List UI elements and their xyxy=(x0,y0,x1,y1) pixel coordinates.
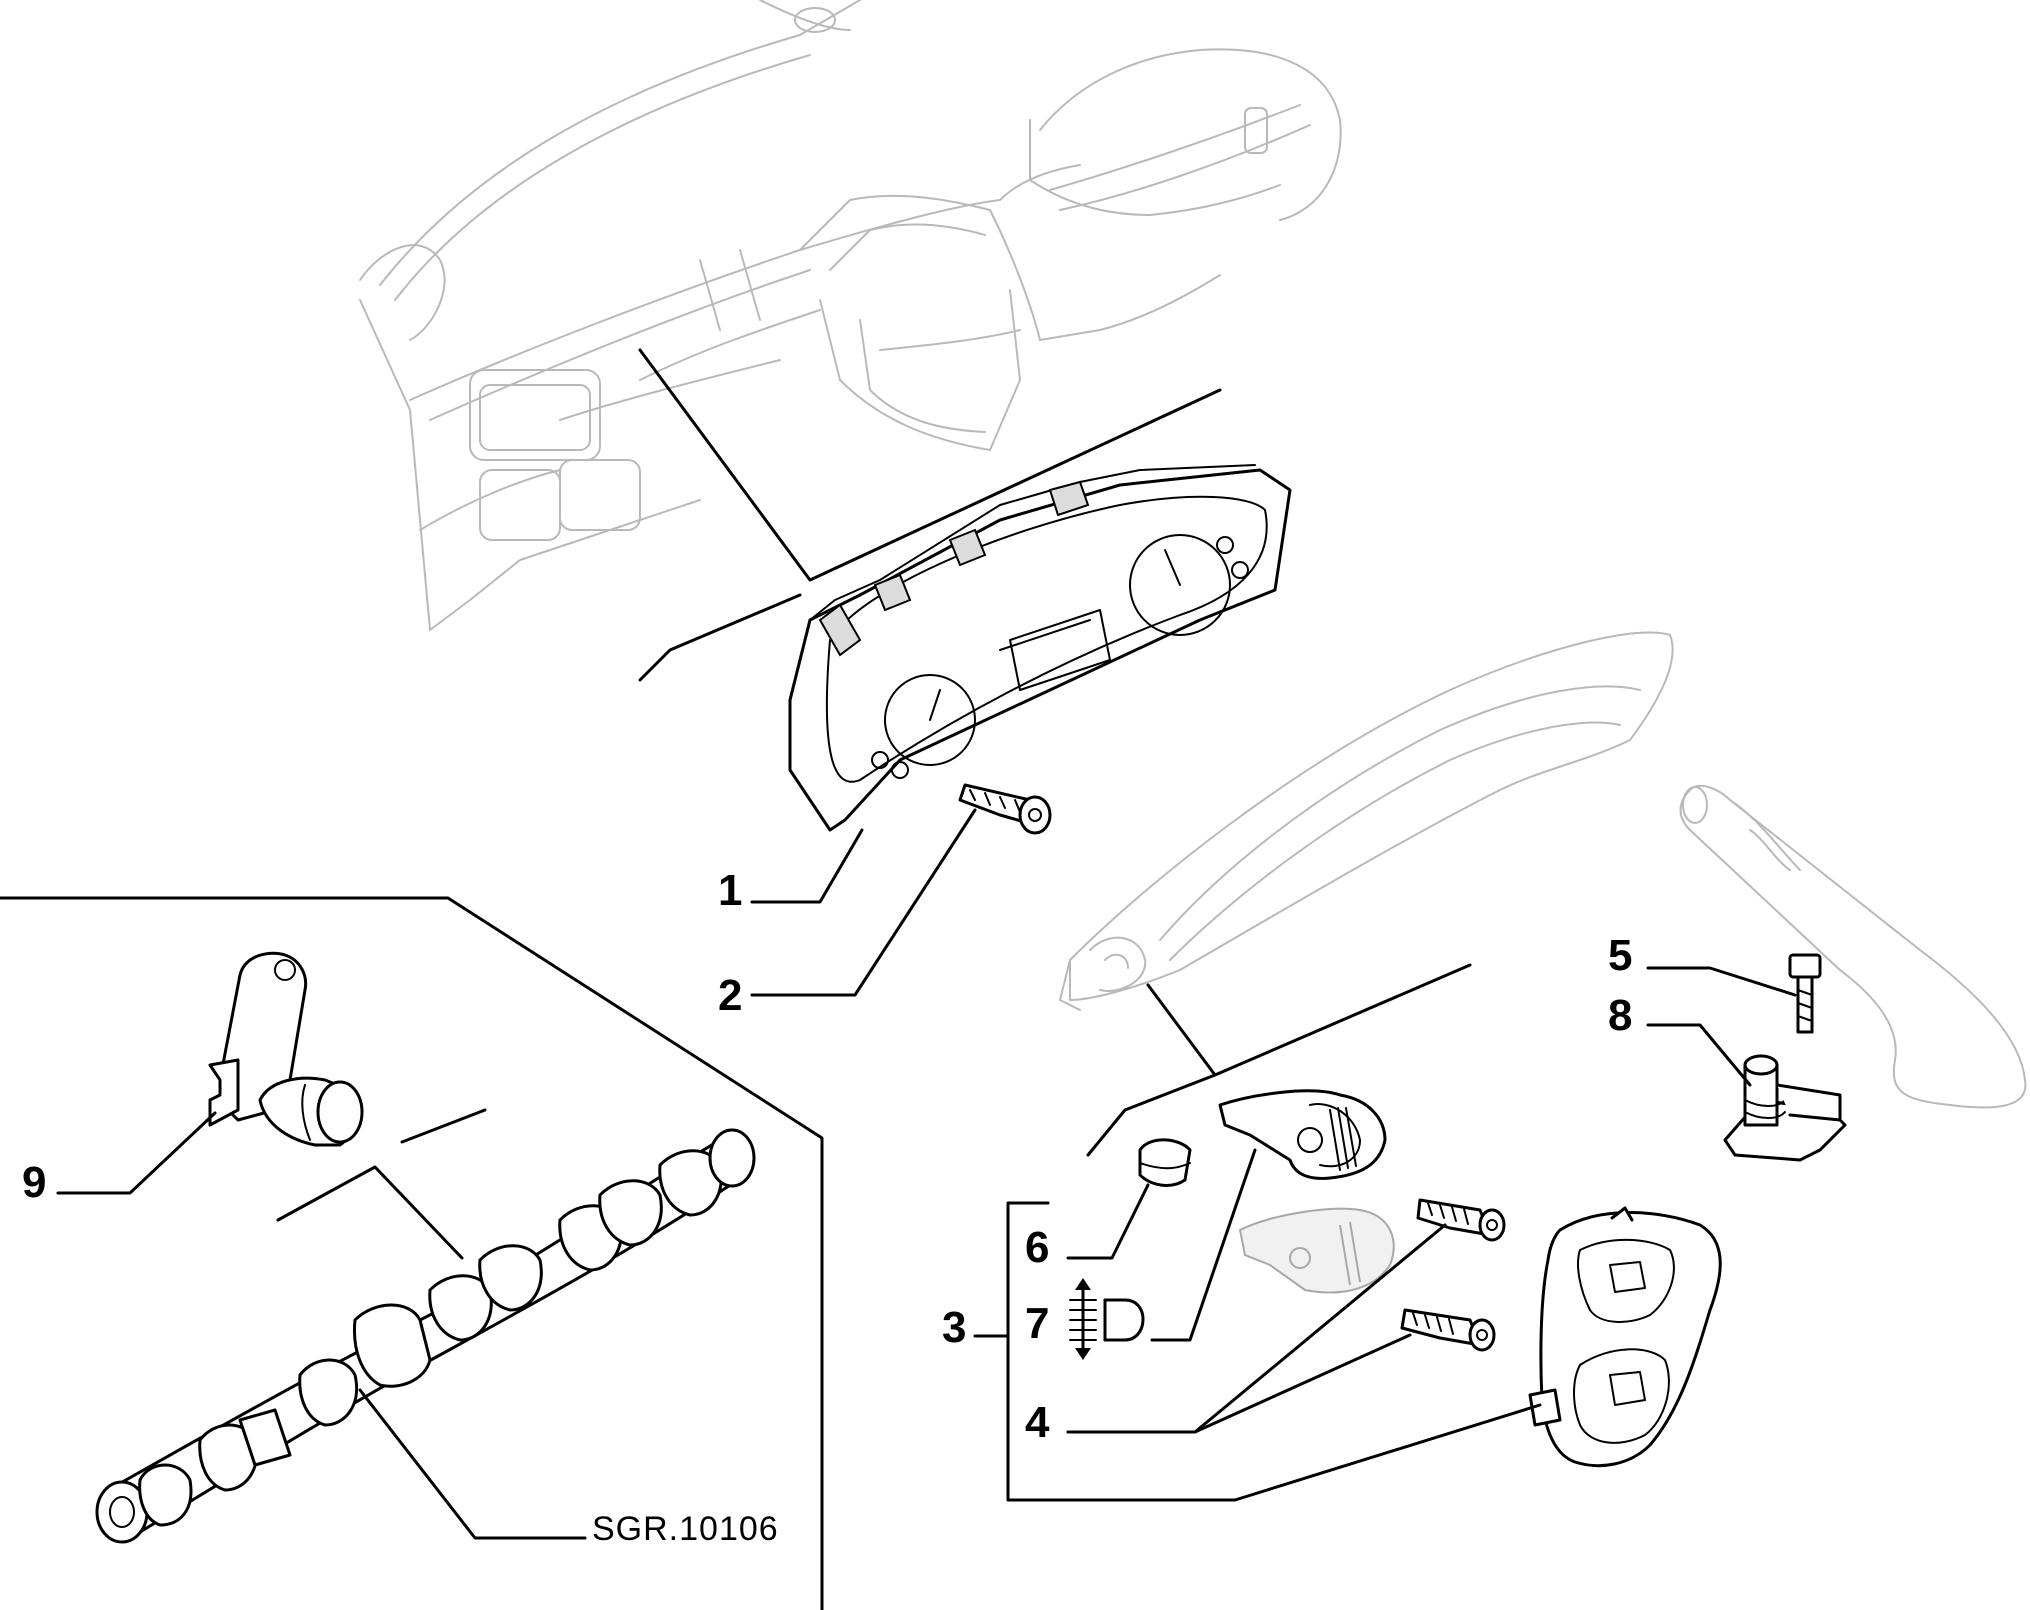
bezel-leader xyxy=(1086,963,1472,1157)
callout-2: 2 xyxy=(718,971,742,1020)
callout-8: 8 xyxy=(1608,991,1632,1040)
dimmer-icon xyxy=(1069,1278,1097,1360)
leader-8 xyxy=(1646,1023,1752,1087)
light-switch-part-7 xyxy=(1218,1089,1387,1180)
cluster-bezel-line xyxy=(638,593,802,682)
callout-7: 7 xyxy=(1025,1299,1049,1348)
leader-2 xyxy=(750,808,977,997)
light-switch-alt-outline xyxy=(1238,1207,1395,1294)
callout-5: 5 xyxy=(1608,931,1632,980)
cluster-mount-leader xyxy=(638,348,1222,582)
dash-bezel-outline xyxy=(1059,631,1674,1011)
group-bracket-3 xyxy=(1006,1201,1542,1502)
callout-9: 9 xyxy=(22,1158,46,1207)
screw-part-2 xyxy=(958,783,1052,835)
lamp-icon xyxy=(1103,1298,1145,1342)
screw-part-4-upper xyxy=(1416,1198,1506,1242)
handbrake-lever-outline xyxy=(1679,784,2027,1109)
camshaft-sensor-part-9 xyxy=(208,951,364,1147)
leader-7 xyxy=(1150,1148,1257,1342)
bolt-part-5 xyxy=(1788,953,1822,1034)
leader-1 xyxy=(750,828,864,904)
camshaft xyxy=(95,1128,756,1544)
callout-4: 4 xyxy=(1025,1398,1050,1447)
dashboard-outline xyxy=(359,0,1342,631)
leader-4 xyxy=(1066,1223,1447,1434)
camshaft-mount-leader xyxy=(276,1108,487,1260)
clip-part-6 xyxy=(1138,1138,1192,1187)
switch-bracket-part-8 xyxy=(1723,1054,1847,1162)
camshaft-ref-leader xyxy=(358,1388,587,1540)
leader-9 xyxy=(56,1111,217,1195)
inset-border xyxy=(0,896,824,1610)
callout-1: 1 xyxy=(718,866,742,915)
switch-cover-panel xyxy=(1528,1206,1722,1468)
instrument-cluster xyxy=(788,464,1292,832)
leader-6 xyxy=(1066,1183,1150,1260)
callout-6: 6 xyxy=(1025,1223,1049,1272)
leader-5 xyxy=(1646,966,1797,997)
callout-3: 3 xyxy=(942,1303,966,1352)
screw-part-4-lower xyxy=(1400,1308,1496,1352)
reference-code: SGR.10106 xyxy=(592,1510,779,1548)
